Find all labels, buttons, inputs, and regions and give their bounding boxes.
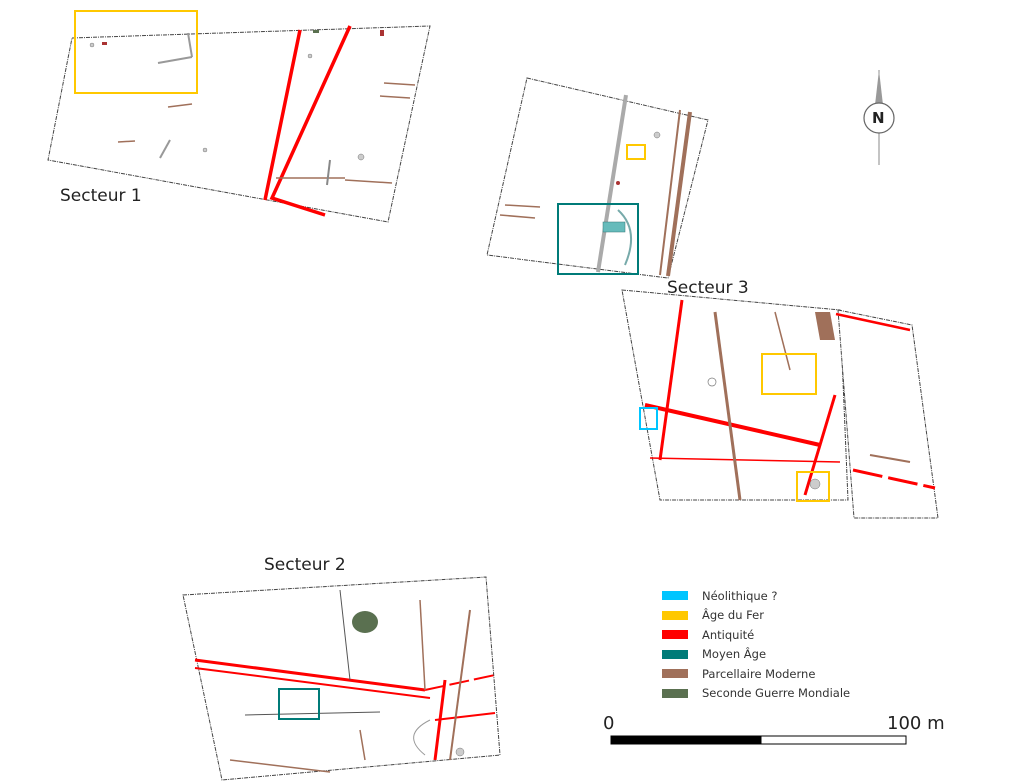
legend-item: Moyen Âge bbox=[662, 645, 850, 665]
ww2-feature bbox=[352, 611, 378, 633]
age-du-fer-box bbox=[74, 10, 198, 94]
legend-label: Parcellaire Moderne bbox=[702, 666, 816, 681]
legend-swatch bbox=[662, 591, 688, 601]
legend-swatch bbox=[662, 630, 688, 640]
legend-label: Moyen Âge bbox=[702, 647, 767, 662]
scale-end-label: 100 m bbox=[887, 713, 945, 734]
north-arrow-label: N bbox=[872, 109, 885, 127]
age-du-fer-box bbox=[626, 144, 646, 160]
sector-3-south-outline bbox=[621, 289, 939, 519]
legend-item: Néolithique ? bbox=[662, 586, 850, 606]
moyen-age-box bbox=[278, 688, 320, 720]
scale-bar bbox=[610, 735, 907, 745]
legend-label: Âge du Fer bbox=[702, 608, 764, 623]
scale-start-label: 0 bbox=[603, 713, 615, 734]
legend: Néolithique ? Âge du Fer Antiquité Moyen… bbox=[662, 586, 850, 703]
sector-1-outline bbox=[47, 25, 431, 223]
legend-item: Seconde Guerre Mondiale bbox=[662, 684, 850, 704]
north-arrow bbox=[863, 70, 895, 165]
legend-item: Antiquité bbox=[662, 625, 850, 645]
legend-label: Néolithique ? bbox=[702, 588, 778, 603]
legend-item: Âge du Fer bbox=[662, 606, 850, 626]
sector-3-label: Secteur 3 bbox=[667, 278, 749, 298]
legend-swatch bbox=[662, 649, 688, 659]
legend-swatch bbox=[662, 669, 688, 679]
legend-label: Antiquité bbox=[702, 627, 755, 642]
sector-1-label: Secteur 1 bbox=[60, 186, 142, 206]
legend-swatch bbox=[662, 610, 688, 620]
sector-2-outline bbox=[182, 576, 501, 781]
moyen-age-box bbox=[557, 203, 639, 275]
sector-3-north-outline bbox=[486, 77, 709, 279]
legend-label: Seconde Guerre Mondiale bbox=[702, 686, 851, 701]
age-du-fer-box bbox=[761, 353, 817, 395]
legend-item: Parcellaire Moderne bbox=[662, 664, 850, 684]
age-du-fer-box bbox=[796, 471, 830, 502]
neolithique-box bbox=[639, 407, 658, 430]
legend-swatch bbox=[662, 688, 688, 698]
sector-2-label: Secteur 2 bbox=[264, 555, 346, 575]
